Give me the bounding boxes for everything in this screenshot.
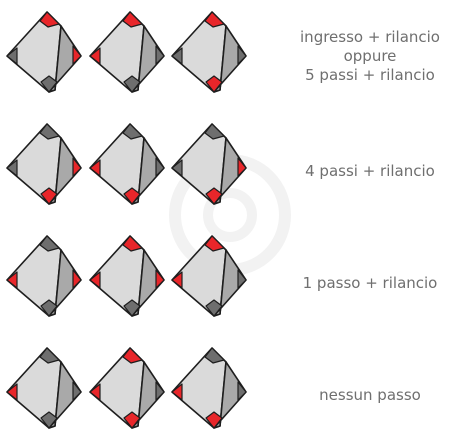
top-corner-dark: [204, 123, 225, 140]
top-corner-red: [122, 11, 143, 28]
left-corner-red: [89, 159, 101, 177]
tile-row3-col3: [170, 234, 250, 318]
right-corner-dark: [237, 269, 247, 289]
tile-row3-col2: [88, 234, 168, 318]
tile-shape: [89, 347, 165, 429]
bottom-corner-red: [205, 187, 223, 205]
tile-shape: [6, 235, 82, 317]
tile-row2-col3: [170, 122, 250, 206]
left-corner-red: [89, 47, 101, 65]
top-corner-dark: [39, 123, 60, 140]
tile-shape: [89, 11, 165, 93]
row-caption-4: nessun passo: [280, 386, 460, 405]
tile-row1-col2: [88, 10, 168, 94]
right-corner-dark: [237, 45, 247, 65]
bottom-corner-dark: [205, 299, 223, 317]
bottom-corner-dark: [123, 75, 141, 93]
left-corner-red: [6, 383, 18, 401]
bottom-corner-red: [123, 187, 141, 205]
bottom-corner-red: [123, 411, 141, 429]
row-caption-2: 4 passi + rilancio: [280, 162, 460, 181]
tile-row4-col2: [88, 346, 168, 430]
caption-line: oppure: [343, 47, 397, 65]
bottom-corner-dark: [40, 411, 58, 429]
tile-shape: [171, 11, 247, 93]
right-corner-red: [155, 269, 165, 289]
bottom-corner-dark: [40, 75, 58, 93]
tile-row4-col1: [5, 346, 85, 430]
top-corner-dark: [122, 123, 143, 140]
right-corner-dark: [237, 381, 247, 401]
right-corner-red: [72, 157, 82, 177]
right-corner-red: [72, 269, 82, 289]
caption-line: 4 passi + rilancio: [305, 162, 435, 180]
bottom-corner-red: [40, 187, 58, 205]
left-corner-red: [6, 271, 18, 289]
left-corner-red: [89, 271, 101, 289]
caption-line: 5 passi + rilancio: [305, 66, 435, 84]
tile-shape: [6, 347, 82, 429]
tile-shape: [171, 123, 247, 205]
top-corner-red: [122, 347, 143, 364]
caption-line: nessun passo: [319, 386, 421, 404]
tile-shape: [6, 123, 82, 205]
top-corner-red: [39, 11, 60, 28]
left-corner-dark: [171, 159, 183, 177]
tile-shape: [89, 235, 165, 317]
top-corner-dark: [39, 235, 60, 252]
tile-shape: [171, 235, 247, 317]
tile-shape: [171, 347, 247, 429]
right-corner-dark: [155, 157, 165, 177]
tile-row3-col1: [5, 234, 85, 318]
bottom-corner-red: [205, 75, 223, 93]
left-corner-red: [171, 383, 183, 401]
right-corner-red: [237, 157, 247, 177]
caption-line: ingresso + rilancio: [300, 28, 440, 46]
right-corner-red: [72, 45, 82, 65]
bottom-corner-dark: [40, 299, 58, 317]
top-corner-red: [204, 11, 225, 28]
top-corner-red: [122, 235, 143, 252]
right-corner-dark: [72, 381, 82, 401]
tile-row2-col1: [5, 122, 85, 206]
tile-row1-col1: [5, 10, 85, 94]
right-corner-dark: [155, 381, 165, 401]
bottom-corner-dark: [123, 299, 141, 317]
top-corner-red: [204, 235, 225, 252]
tile-row4-col3: [170, 346, 250, 430]
tile-shape: [6, 11, 82, 93]
left-corner-dark: [171, 47, 183, 65]
right-corner-dark: [155, 45, 165, 65]
row-caption-3: 1 passo + rilancio: [280, 274, 460, 293]
tile-shape: [89, 123, 165, 205]
tile-row2-col2: [88, 122, 168, 206]
tile-row1-col3: [170, 10, 250, 94]
left-corner-red: [89, 383, 101, 401]
top-corner-dark: [39, 347, 60, 364]
bottom-corner-red: [205, 411, 223, 429]
left-corner-dark: [6, 47, 18, 65]
caption-line: 1 passo + rilancio: [302, 274, 438, 292]
left-corner-red: [171, 271, 183, 289]
left-corner-dark: [6, 159, 18, 177]
top-corner-dark: [204, 347, 225, 364]
